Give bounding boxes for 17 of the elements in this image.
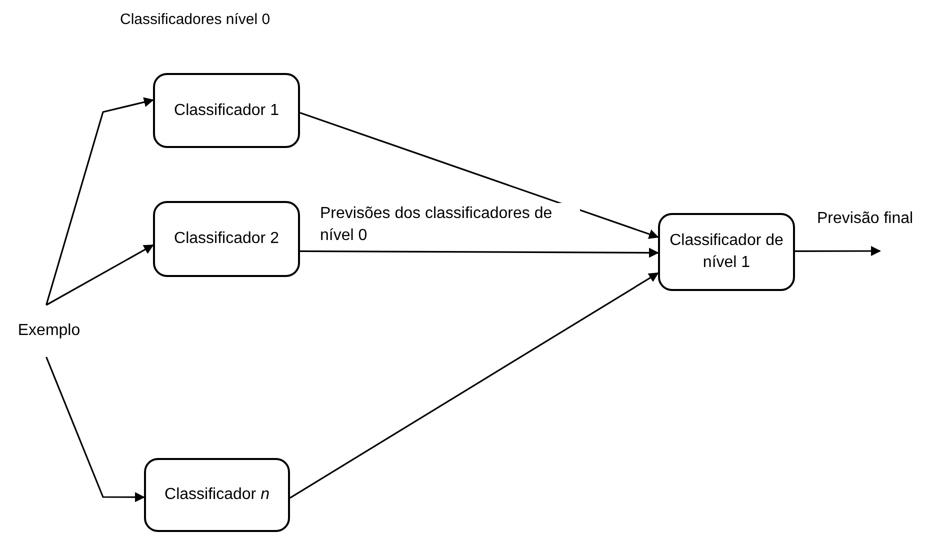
- classifier-box: [153, 73, 300, 148]
- classifier-box: [658, 213, 795, 291]
- section-heading: Classificadores nível 0: [120, 10, 270, 30]
- classifier-box: [153, 201, 300, 277]
- arrow: [290, 272, 659, 499]
- arrow: [46, 97, 154, 306]
- arrow: [795, 246, 881, 256]
- box-text: Classificador n: [164, 485, 270, 505]
- classifier-box: [144, 458, 290, 532]
- box-text: Classificador 2: [174, 229, 279, 249]
- arrow: [46, 244, 154, 306]
- arrow: [300, 248, 659, 258]
- arrow: [46, 356, 145, 502]
- box-text: Exemplo: [18, 321, 80, 341]
- box-text: Classificador 1: [174, 100, 279, 120]
- arrow: [300, 112, 659, 239]
- box-text: Classificador de nível 1: [668, 231, 784, 273]
